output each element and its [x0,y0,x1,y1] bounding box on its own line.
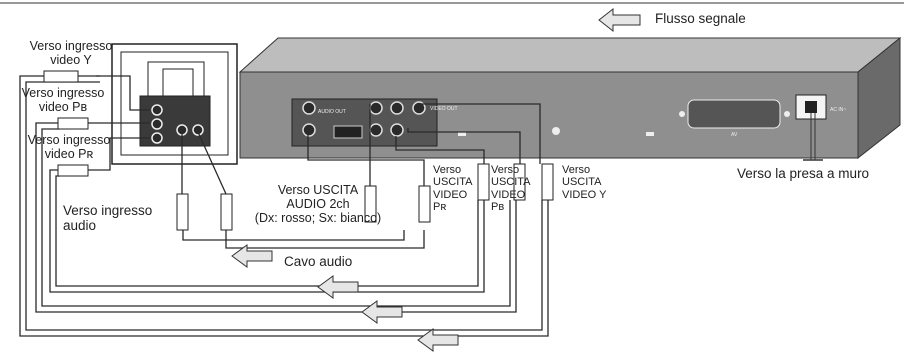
tv-jack-pr [151,132,163,144]
audio-cable-run-1 [182,230,405,241]
tv-jack-pb [151,118,163,130]
cable-y-player [420,103,541,164]
flow-arrow-icon [598,7,641,33]
plug-audio-tv-r [220,193,233,231]
cable-flow-arrows [231,244,459,352]
panel-screw [552,127,560,135]
video-out-jack-5 [390,123,404,137]
cable-pr-tv [88,137,150,171]
player-device [238,36,902,160]
tv-jack-audio-r [192,124,204,136]
tv-side-plugs [43,70,89,177]
tv-jack-y [151,104,163,116]
plug-audio-tv-l [176,193,189,231]
cable-pb-player [407,128,521,164]
player-top-face [238,37,902,73]
panel-ac-in-text: AC IN~ [830,107,846,113]
signal-flow-label: Flusso segnale [655,11,746,26]
scart-av-port [687,99,781,129]
cable-pr-player [395,136,485,164]
tv-device [111,43,238,165]
audio-out-jack-l [302,123,316,137]
ac-inlet-socket [805,101,817,113]
wall-outlet-label: Verso la presa a muro [737,166,870,181]
tv-jack-panel [139,95,211,147]
cable-pr-main [49,169,485,293]
vertical-plugs [176,163,554,231]
plug-y-tv [43,70,79,83]
cable-pr-inner [55,175,479,287]
panel-audio-out-text: AUDIO OUT [318,109,346,115]
cable-pb-main [35,122,517,313]
plug-pb-player [513,163,526,201]
plug-audio-player-r [418,185,431,223]
flow-arrow-icon [417,328,459,352]
audio-cable-tv-r [197,131,227,195]
hdmi-port [333,125,363,139]
panel-slot-2 [646,132,654,136]
flow-arrow-icon [317,275,359,299]
audio-cable-player-r [307,135,425,186]
power-cord [803,113,823,161]
panel-av-text: AV [731,132,738,138]
panel-video-out-text: VIDEO OUT [430,106,458,112]
video-out-jack-1 [369,101,383,115]
audio-cable-run-2 [225,230,425,249]
audio-cable-label: Cavo audio [284,254,353,269]
audio-out-jack-r [302,101,316,115]
panel-slot-1 [458,132,466,136]
plug-pb-tv [57,117,89,130]
video-out-jack-3 [412,101,426,115]
scart-screw-left [679,111,685,117]
plug-pr-player [477,163,490,201]
flow-arrow-icon [231,244,273,268]
scart-screw-right [784,111,790,117]
video-out-jack-4 [369,123,383,137]
flow-arrow-icon [361,300,403,324]
plug-audio-player-l [364,185,377,223]
tv-screen [162,68,194,98]
plug-pr-tv [57,164,89,177]
cable-y-tv [96,75,150,111]
plug-y-player [541,163,554,201]
cable-pb-inner [41,128,511,307]
video-out-jack-2 [390,101,404,115]
